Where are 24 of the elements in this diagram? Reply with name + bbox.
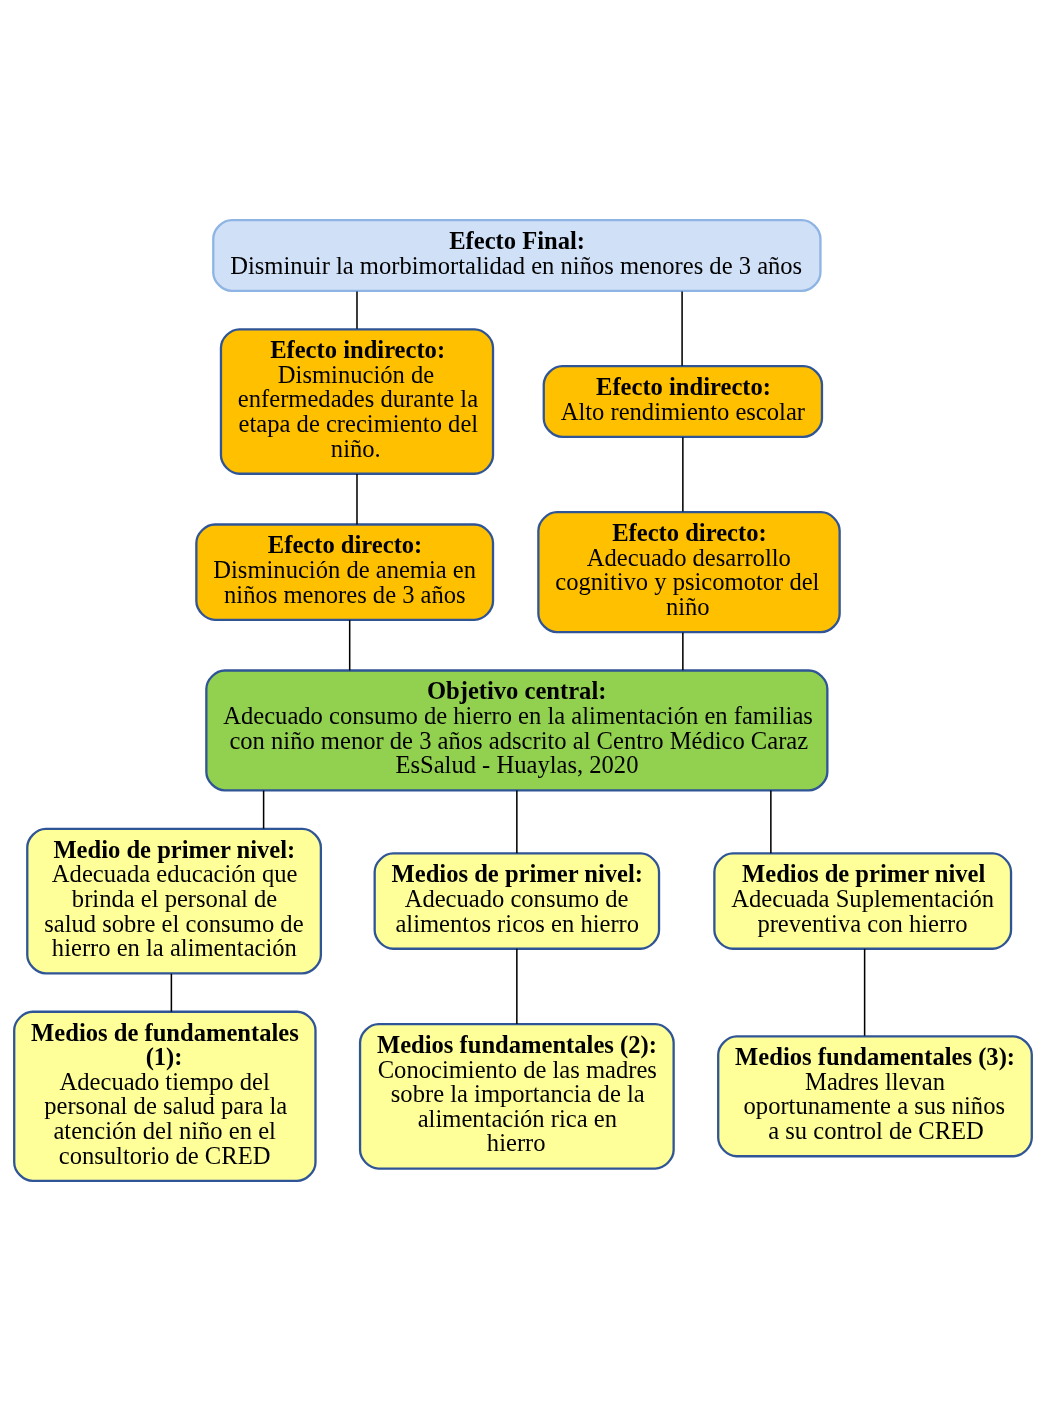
node-box: Medios fundamentales (2): Conocimiento de las madres sobre la importancia de la alimentación rica en hierro [358, 1022, 675, 1170]
node-box: Objetivo central: Adecuado consumo de hierro en la alimentación en familias con niño menor de 3 años adscrito al Centro Médico Caraz EsSalud - Huaylas, 2020 [205, 669, 829, 792]
connector [356, 473, 358, 526]
connector [682, 436, 684, 513]
connector [682, 631, 684, 672]
node-box: Medios fundamentales (3): Madres llevan oportunamente a sus niños a su control de CRED [717, 1035, 1033, 1158]
node-box: Efecto Final: Disminuir la morbimortalidad en niños menores de 3 años [212, 219, 822, 292]
connector [170, 973, 173, 1013]
node-box: Medio de primer nivel: Adecuada educación que brinda el personal de salud sobre el consumo de hierro en la alimentación [26, 827, 323, 975]
connector [516, 948, 518, 1025]
connector [770, 789, 772, 855]
connector [863, 948, 866, 1037]
connector [681, 290, 683, 367]
connector [348, 619, 351, 672]
node-box: Medios de fundamentales (1): Adecuado tiempo del personal de salud para la atención del niño en el consultorio de CRED [13, 1010, 317, 1182]
node-box: Efecto directo: Adecuado desarrollo cognitivo y psicomotor del niño [537, 511, 841, 634]
node-box: Efecto indirecto: Alto rendimiento escolar [542, 365, 824, 439]
node-box: Efecto directo: Disminución de anemia en niños menores de 3 años [195, 523, 495, 621]
node-box: Medios de primer nivel: Adecuado consumo de alimentos ricos en hierro [373, 852, 661, 950]
node-box: Efecto indirecto: Disminución de enfermedades durante la etapa de crecimiento del niño. [219, 328, 495, 475]
node-box: Medios de primer nivel Adecuada Suplementación preventiva con hierro [713, 852, 1013, 950]
connector [262, 789, 265, 830]
connector [516, 789, 518, 855]
connector [356, 290, 358, 330]
